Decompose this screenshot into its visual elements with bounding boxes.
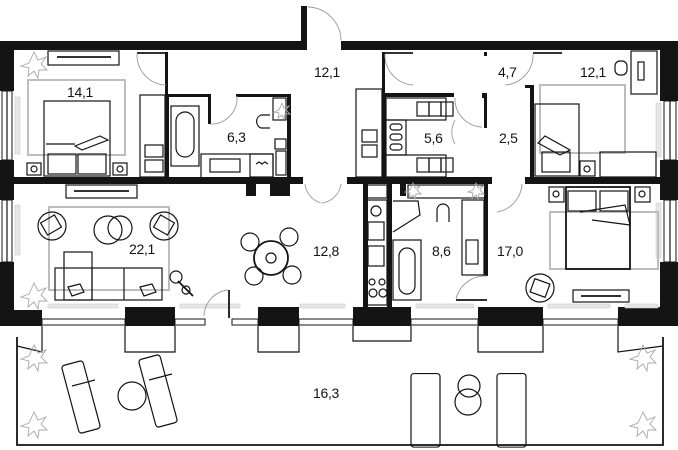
area-label-master-bedroom: 17,0 [497,243,524,259]
dining-furniture [240,227,302,286]
area-label-wardrobe: 5,6 [424,130,443,146]
walls [0,6,678,326]
armchair-left [37,211,67,241]
area-label-bathroom-center: 8,6 [432,243,451,259]
plant-icon [19,281,49,311]
windows [1,90,677,326]
area-label-bathroom-left: 6,3 [227,129,246,145]
plant-icon [19,50,49,80]
wardrobe-fixtures [355,88,454,178]
plant-icon [272,101,292,121]
area-label-bedroom-right-small: 12,1 [580,64,607,80]
kitchen-fixtures [365,184,487,306]
area-label-corridor-right: 4,7 [498,64,517,80]
living-room-furniture [37,184,194,301]
plant-icon [403,181,423,201]
armchair-right [149,211,179,241]
area-label-corridor-small: 2,5 [499,130,518,146]
terrace [16,326,664,448]
plant-icon [466,181,486,201]
bathroom-left-fixtures [170,97,287,179]
plant-icon [19,343,49,373]
doors [136,6,562,318]
area-label-terrace: 16,3 [313,385,340,401]
room-labels: 14,1 12,1 6,3 4,7 12,1 5,6 2,5 22,1 12,8… [67,64,607,401]
bathroom-center-fixtures [392,199,485,301]
plant-icon [19,410,49,440]
bedroom-left-furniture [26,50,166,178]
sunlounger-left [61,360,101,434]
area-label-living-room: 22,1 [129,241,156,257]
area-label-bedroom-left: 14,1 [67,84,94,100]
bedroom-right-small-furniture [534,50,658,178]
area-label-hall: 12,1 [314,64,341,80]
plants [19,50,658,440]
plant-icon [628,410,658,440]
sunlounger-right [138,354,178,428]
master-bedroom-furniture [525,186,659,303]
plant-icon [628,343,658,373]
area-label-dining-kitchen: 12,8 [313,243,340,259]
